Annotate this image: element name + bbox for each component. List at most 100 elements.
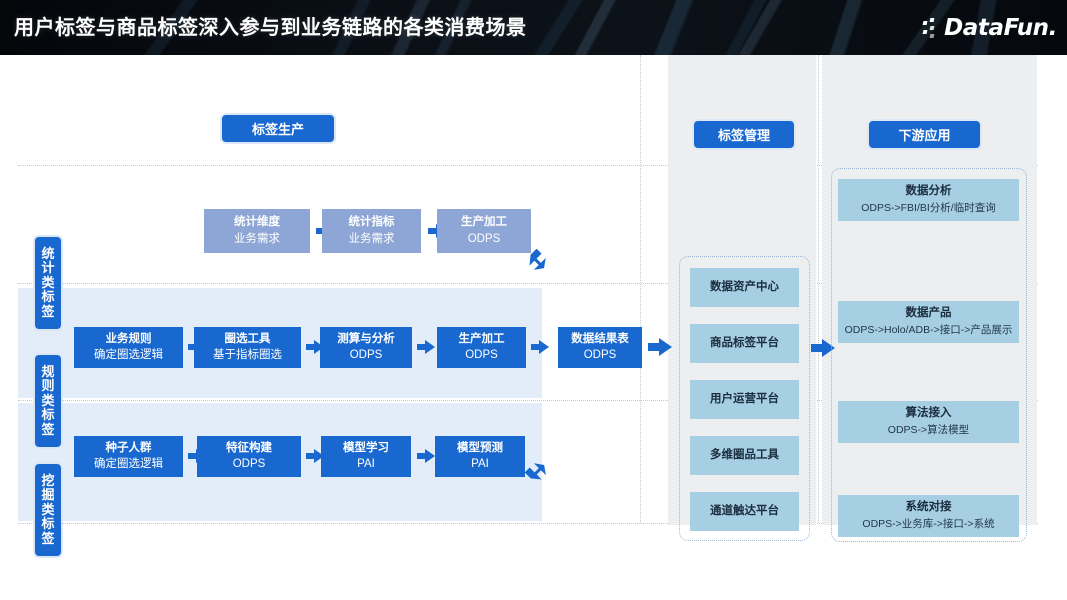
flow-box-statistical-2[interactable]: 统计指标 业务需求 bbox=[322, 209, 421, 253]
flow-arrow-mining-2 bbox=[306, 449, 324, 463]
flow-box-rule-2[interactable]: 圈选工具 基于指标圈选 bbox=[194, 327, 301, 368]
downstream-item-title: 系统对接 bbox=[905, 501, 952, 514]
category-tab-statistical-label: 统计类标签 bbox=[41, 245, 55, 320]
logo-wordmark: DataFun. bbox=[944, 14, 1057, 41]
flow-arrow-rule-4 bbox=[531, 340, 549, 354]
flow-box-subtitle: ODPS bbox=[232, 458, 266, 471]
category-tab-char: 类 bbox=[41, 274, 55, 290]
category-tab-char: 类 bbox=[41, 392, 55, 408]
management-item-label: 数据资产中心 bbox=[710, 281, 779, 294]
downstream-item-3[interactable]: 系统对接 ODPS->业务库->接口->系统 bbox=[838, 495, 1019, 537]
divider-row-top bbox=[18, 165, 1038, 166]
downstream-item-1[interactable]: 数据产品 ODPS->Holo/ADB->接口->产品展示 bbox=[838, 301, 1019, 343]
flow-box-title: 统计指标 bbox=[348, 216, 395, 229]
flow-box-rule-1[interactable]: 业务规则 确定圈选逻辑 bbox=[74, 327, 183, 368]
category-tab-char: 类 bbox=[41, 501, 55, 517]
divider-row-1 bbox=[18, 283, 1038, 284]
flow-box-mining-2[interactable]: 特征构建 ODPS bbox=[197, 436, 301, 477]
flow-box-subtitle: ODPS bbox=[465, 349, 498, 362]
slide-header: 用户标签与商品标签深入参与到业务链路的各类消费场景 DataFun. bbox=[0, 0, 1067, 55]
downstream-item-title: 数据分析 bbox=[905, 185, 952, 198]
divider-row-2 bbox=[18, 400, 1038, 401]
downstream-items-panel bbox=[831, 168, 1027, 542]
flow-box-subtitle: ODPS bbox=[583, 349, 617, 362]
divider-col-production bbox=[640, 55, 641, 523]
header-background-pattern bbox=[0, 0, 1067, 55]
flow-box-title: 生产加工 bbox=[458, 332, 505, 345]
category-tab-char: 计 bbox=[41, 260, 55, 276]
section-chip-downstream[interactable]: 下游应用 bbox=[869, 121, 980, 148]
category-tab-char: 则 bbox=[41, 378, 55, 394]
category-tab-statistical[interactable]: 统计类标签 bbox=[35, 237, 61, 329]
category-tab-char: 标 bbox=[41, 516, 55, 532]
management-item-4[interactable]: 通道触达平台 bbox=[690, 492, 799, 531]
downstream-item-title: 数据产品 bbox=[905, 307, 952, 320]
flow-arrow-rule-2 bbox=[306, 340, 324, 354]
flow-box-statistical-3[interactable]: 生产加工 ODPS bbox=[437, 209, 531, 253]
category-tab-char: 统 bbox=[41, 245, 55, 261]
section-chip-production[interactable]: 标签生产 bbox=[222, 115, 334, 142]
downstream-item-0[interactable]: 数据分析 ODPS->FBI/BI分析/临时查询 bbox=[838, 179, 1019, 221]
category-tab-char: 掘 bbox=[41, 487, 55, 503]
flow-box-mining-4[interactable]: 模型预测 PAI bbox=[435, 436, 525, 477]
flow-box-title: 数据结果表 bbox=[571, 332, 629, 345]
section-chip-management-label: 标签管理 bbox=[717, 128, 770, 143]
flow-box-mining-3[interactable]: 模型学习 PAI bbox=[321, 436, 411, 477]
section-chip-downstream-label: 下游应用 bbox=[898, 128, 951, 143]
header-background-pattern-overlay bbox=[0, 0, 1067, 55]
downstream-item-subtitle: ODPS->Holo/ADB->接口->产品展示 bbox=[844, 323, 1013, 336]
flow-arrow-result-to-management bbox=[648, 338, 672, 356]
management-item-label: 多维圈品工具 bbox=[710, 449, 779, 462]
management-item-label: 用户运营平台 bbox=[710, 393, 779, 406]
category-tab-char: 签 bbox=[41, 303, 55, 319]
flow-arrow-mining-to-result-icon bbox=[524, 460, 547, 482]
flow-box-title: 模型预测 bbox=[457, 441, 503, 454]
downstream-item-subtitle: ODPS->FBI/BI分析/临时查询 bbox=[861, 201, 996, 214]
flow-box-statistical-1[interactable]: 统计维度 业务需求 bbox=[204, 209, 310, 253]
flow-arrow-statistical-to-result-icon bbox=[527, 248, 549, 271]
category-tab-mining[interactable]: 挖掘类标签 bbox=[35, 464, 61, 556]
flow-box-title: 生产加工 bbox=[461, 216, 507, 229]
flow-box-subtitle: ODPS bbox=[349, 349, 383, 362]
flow-box-result-table[interactable]: 数据结果表 ODPS bbox=[558, 327, 642, 368]
category-tab-char: 签 bbox=[41, 530, 55, 546]
flow-box-rule-4[interactable]: 生产加工 ODPS bbox=[437, 327, 526, 368]
category-tab-char: 标 bbox=[41, 407, 55, 423]
flow-box-subtitle: 确定圈选逻辑 bbox=[94, 349, 163, 362]
flow-box-title: 测算与分析 bbox=[337, 332, 395, 345]
management-item-label: 商品标签平台 bbox=[710, 337, 779, 350]
downstream-item-2[interactable]: 算法接入 ODPS->算法模型 bbox=[838, 401, 1019, 443]
category-tab-char: 规 bbox=[41, 363, 55, 379]
flow-box-subtitle: PAI bbox=[357, 458, 375, 471]
management-item-label: 通道触达平台 bbox=[710, 505, 779, 518]
flow-box-subtitle: 业务需求 bbox=[348, 232, 395, 245]
flow-box-title: 统计维度 bbox=[234, 216, 280, 229]
section-chip-management[interactable]: 标签管理 bbox=[694, 121, 794, 148]
management-item-0[interactable]: 数据资产中心 bbox=[690, 268, 799, 307]
category-tab-mining-label: 挖掘类标签 bbox=[41, 473, 55, 547]
flow-box-rule-3[interactable]: 测算与分析 ODPS bbox=[320, 327, 412, 368]
flow-arrow-rule-3 bbox=[417, 340, 435, 354]
downstream-item-subtitle: ODPS->业务库->接口->系统 bbox=[862, 517, 995, 530]
flow-box-title: 业务规则 bbox=[105, 332, 152, 345]
diagram-canvas: 标签生产 标签管理 下游应用 统计类标签 规则类标签 挖掘类标签 统计维度 业务… bbox=[0, 55, 1067, 600]
flow-box-subtitle: ODPS bbox=[467, 232, 501, 245]
category-tab-rule[interactable]: 规则类标签 bbox=[35, 355, 61, 447]
category-tab-char: 签 bbox=[41, 421, 55, 437]
flow-box-title: 圈选工具 bbox=[224, 332, 271, 345]
section-chip-production-label: 标签生产 bbox=[251, 122, 304, 137]
management-item-3[interactable]: 多维圈品工具 bbox=[690, 436, 799, 475]
divider-col-management bbox=[818, 55, 819, 523]
category-tab-char: 标 bbox=[41, 289, 55, 305]
logo-dots-icon bbox=[922, 17, 943, 38]
flow-box-mining-1[interactable]: 种子人群 确定圈选逻辑 bbox=[74, 436, 183, 477]
management-item-2[interactable]: 用户运营平台 bbox=[690, 380, 799, 419]
downstream-item-title: 算法接入 bbox=[905, 407, 952, 420]
category-tab-rule-label: 规则类标签 bbox=[41, 363, 55, 438]
management-item-1[interactable]: 商品标签平台 bbox=[690, 324, 799, 363]
flow-box-title: 特征构建 bbox=[226, 441, 272, 454]
flow-box-subtitle: 确定圈选逻辑 bbox=[94, 458, 163, 471]
divider-row-bottom bbox=[18, 523, 1038, 524]
management-items-panel bbox=[679, 256, 810, 541]
